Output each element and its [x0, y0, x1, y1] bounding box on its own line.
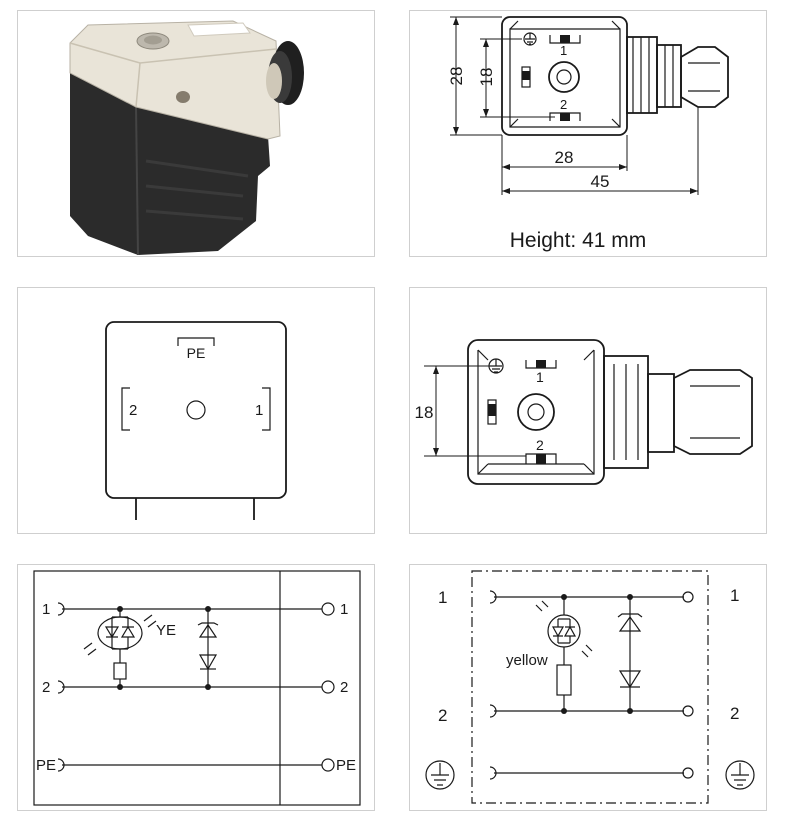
dimension-drawing: 1 2 28 18 28 45 Height: 41 mm: [447, 16, 729, 252]
terminal-left-pe: PE: [36, 757, 56, 774]
led-symbol-icon: [83, 614, 157, 656]
terminal-right-1: 1: [340, 601, 348, 618]
terminal-1-right: 1: [730, 586, 739, 605]
connector-photo: [69, 20, 304, 256]
dimension-drawing-panel: 1 2 28 18 28 45 Height: 41 mm: [409, 10, 767, 257]
pin-left-label: 2: [129, 402, 137, 419]
terminal-right-2: 2: [340, 679, 348, 696]
pin-2-label: 2: [536, 437, 544, 453]
pin-face-panel: PE 2 1: [17, 287, 375, 534]
schematic-right: 1 1 2 2 yellow: [425, 570, 755, 804]
dim-width-total: 45: [591, 172, 610, 191]
dim-height-inner: 18: [477, 68, 496, 87]
dim-height-inner: 18: [415, 403, 434, 422]
diode-symbol-icon: [197, 609, 219, 687]
led-label: YE: [156, 622, 176, 639]
dim-height-outer: 28: [447, 67, 466, 86]
pin-right-label: 1: [255, 402, 263, 419]
led-label: yellow: [506, 652, 548, 669]
pin-1-label: 1: [536, 369, 544, 385]
pin-face-drawing: PE 2 1: [105, 321, 287, 520]
diode-symbol-icon: [617, 597, 643, 711]
dim-width-body: 28: [555, 148, 574, 167]
ground-symbol-icon: [725, 760, 755, 790]
terminal-2-left: 2: [438, 706, 447, 725]
terminal-right-pe: PE: [336, 757, 356, 774]
ground-symbol-icon: [523, 32, 537, 46]
schematic-left: 1 2 PE 1 2 PE YE: [33, 570, 361, 806]
pe-label: PE: [187, 345, 206, 361]
terminal-1-left: 1: [438, 588, 447, 607]
schematic-left-panel: 1 2 PE 1 2 PE YE: [17, 564, 375, 811]
resistor-symbol-icon: [113, 662, 127, 680]
led-symbol-icon: [535, 600, 593, 658]
height-note: Height: 41 mm: [510, 229, 647, 252]
pin-1-label: 1: [560, 43, 567, 58]
ground-symbol-icon: [488, 358, 504, 374]
front-drawing: 1 2 18: [415, 339, 753, 485]
terminal-2-right: 2: [730, 704, 739, 723]
product-photo-panel: [17, 10, 375, 257]
pin-2-label: 2: [560, 97, 567, 112]
ground-symbol-icon: [425, 760, 455, 790]
front-drawing-panel: 1 2 18: [409, 287, 767, 534]
resistor-symbol-icon: [556, 664, 572, 696]
terminal-left-1: 1: [42, 601, 50, 618]
terminal-left-2: 2: [42, 679, 50, 696]
schematic-right-panel: 1 1 2 2 yellow: [409, 564, 767, 811]
